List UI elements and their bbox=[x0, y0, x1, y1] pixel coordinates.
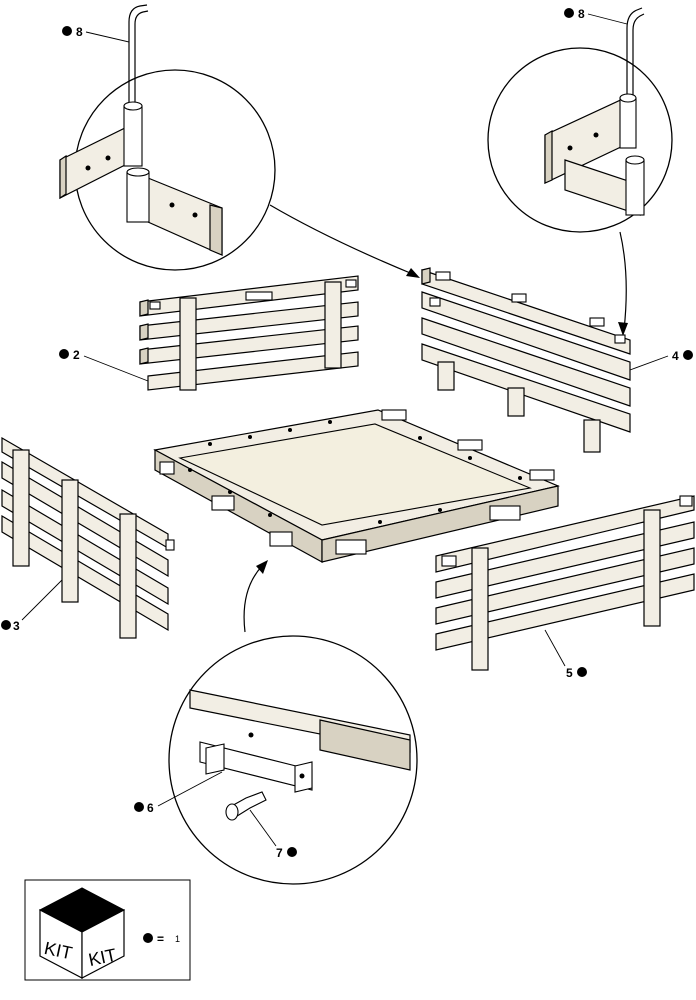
hinge-detail-left bbox=[59, 4, 276, 271]
callout-5: 5 bbox=[544, 629, 587, 680]
callout-label: 5 bbox=[566, 666, 573, 680]
side-panel-2 bbox=[139, 275, 359, 391]
side-panel-4 bbox=[421, 267, 631, 453]
callout-label: 6 bbox=[147, 801, 154, 815]
callout-label: 3 bbox=[13, 619, 20, 633]
callout-2: 2 bbox=[59, 348, 149, 382]
legend-equals: = bbox=[157, 932, 164, 946]
legend-dot bbox=[143, 933, 153, 943]
arrow-head-left bbox=[406, 268, 420, 278]
side-panel-3 bbox=[1, 436, 175, 639]
base-pallet bbox=[153, 409, 560, 564]
arrow-head-bottom bbox=[256, 560, 268, 574]
legend-quantity: 1 bbox=[175, 934, 180, 944]
callout-label: 8 bbox=[76, 25, 83, 39]
callout-label: 8 bbox=[578, 7, 585, 21]
arrow-head-right bbox=[618, 322, 628, 336]
callout-3: 3 bbox=[1, 579, 63, 633]
kit-legend: KIT KIT = 1 bbox=[24, 879, 191, 981]
callout-7: 7 bbox=[249, 809, 297, 860]
callout-label: 7 bbox=[276, 846, 283, 860]
callout-label: 4 bbox=[672, 349, 679, 363]
hinge-detail-right bbox=[487, 7, 673, 233]
callout-label: 2 bbox=[73, 348, 80, 362]
callout-4: 4 bbox=[629, 349, 693, 371]
handle-detail bbox=[168, 635, 418, 885]
arrow-left-detail bbox=[269, 204, 416, 276]
callout-6: 6 bbox=[134, 771, 223, 815]
callout-8-right: 8 bbox=[564, 7, 628, 25]
callout-8-left: 8 bbox=[62, 25, 130, 43]
arrow-right-detail bbox=[619, 231, 627, 331]
side-panel-5 bbox=[435, 495, 695, 671]
arrow-bottom-detail bbox=[243, 565, 263, 633]
